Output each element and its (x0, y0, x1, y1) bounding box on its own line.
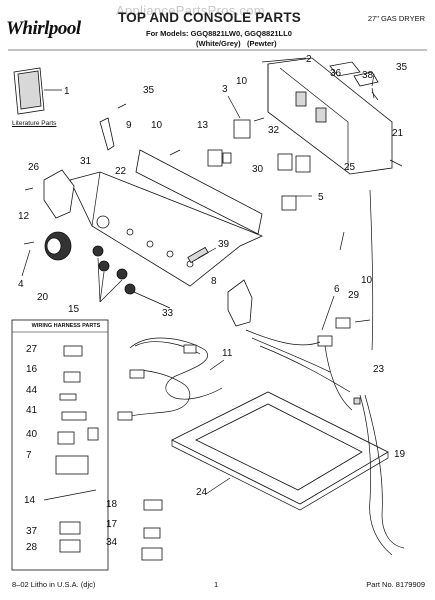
litho-note: 8–02 Litho in U.S.A. (djc) (12, 580, 96, 589)
right-harness (245, 317, 353, 411)
page-number: 1 (214, 580, 219, 589)
switch-assemblies (169, 119, 311, 211)
callout-41: 41 (26, 405, 38, 416)
long-harness (353, 189, 405, 556)
callout-6: 6 (334, 284, 340, 295)
callout-9: 9 (126, 120, 132, 131)
product-type: 27" GAS DRYER (367, 14, 425, 23)
callout-30: 30 (252, 164, 264, 175)
callout-23: 23 (373, 364, 385, 375)
callout-10-right: 10 (361, 275, 373, 286)
timer-knob (44, 231, 72, 261)
page-title: TOP AND CONSOLE PARTS (118, 10, 301, 25)
callout-38: 38 (362, 70, 374, 81)
callout-7: 7 (26, 450, 32, 461)
model-numbers: For Models: GGQ8821LW0, GGQ8821LL0 (146, 29, 292, 38)
callout-24: 24 (196, 487, 208, 498)
callout-31: 31 (80, 156, 92, 167)
dryer-top (171, 391, 389, 511)
callout-5: 5 (318, 192, 324, 203)
callout-22: 22 (115, 166, 127, 177)
callout-18: 18 (106, 499, 118, 510)
screws (23, 87, 375, 323)
callout-28: 28 (26, 542, 38, 553)
callout-8: 8 (211, 276, 217, 287)
wiring-harness-title: WIRING HARNESS PARTS (31, 323, 101, 329)
callout-13: 13 (197, 120, 209, 131)
part-number: Part No. 8179909 (366, 580, 425, 589)
end-cap-left (43, 169, 75, 219)
watermark: AppliancePartsPros.com (116, 3, 265, 18)
callout-10-top: 10 (236, 76, 248, 87)
callout-35-left: 35 (143, 85, 155, 96)
callout-2: 2 (306, 54, 312, 65)
callout-37: 37 (26, 526, 38, 537)
callout-4: 4 (18, 279, 24, 290)
callout-36: 36 (330, 68, 342, 79)
callout-40: 40 (26, 429, 38, 440)
callout-10-console: 10 (151, 120, 163, 131)
leader-lines (21, 57, 375, 495)
callout-12: 12 (18, 211, 30, 222)
callout-11: 11 (222, 348, 233, 359)
callout-numbers: 1 2 3 4 5 6 8 9 10 10 10 11 12 13 14 15 … (18, 54, 408, 553)
wire-harness (117, 337, 223, 421)
callout-44: 44 (26, 385, 38, 396)
callout-20: 20 (37, 292, 49, 303)
color-white-grey: (White/Grey) (196, 39, 241, 48)
bracket (99, 117, 115, 151)
console-front (69, 149, 264, 287)
callout-19: 19 (394, 449, 406, 460)
callout-35-right: 35 (396, 62, 408, 73)
callout-17: 17 (106, 519, 118, 530)
wiring-harness-box (11, 319, 163, 571)
control-panel-rear (267, 57, 403, 175)
callout-21: 21 (392, 128, 404, 139)
callout-1: 1 (64, 86, 70, 97)
callout-33: 33 (162, 308, 174, 319)
end-cap-right (227, 279, 253, 327)
callout-32: 32 (268, 125, 280, 136)
callout-25: 25 (344, 162, 356, 173)
literature-parts-label: Literature Parts (12, 120, 57, 127)
push-buttons (92, 245, 136, 295)
callout-34: 34 (106, 537, 118, 548)
callout-27: 27 (26, 344, 38, 355)
literature-booklet (13, 67, 45, 115)
callout-16: 16 (26, 364, 38, 375)
callout-15: 15 (68, 304, 80, 315)
brand-logo: Whirlpool (6, 18, 81, 39)
callout-14: 14 (24, 495, 36, 506)
callout-26: 26 (28, 162, 40, 173)
callout-29: 29 (348, 290, 360, 301)
callout-39: 39 (218, 239, 230, 250)
color-pewter: (Pewter) (247, 39, 277, 48)
callout-3: 3 (222, 84, 228, 95)
